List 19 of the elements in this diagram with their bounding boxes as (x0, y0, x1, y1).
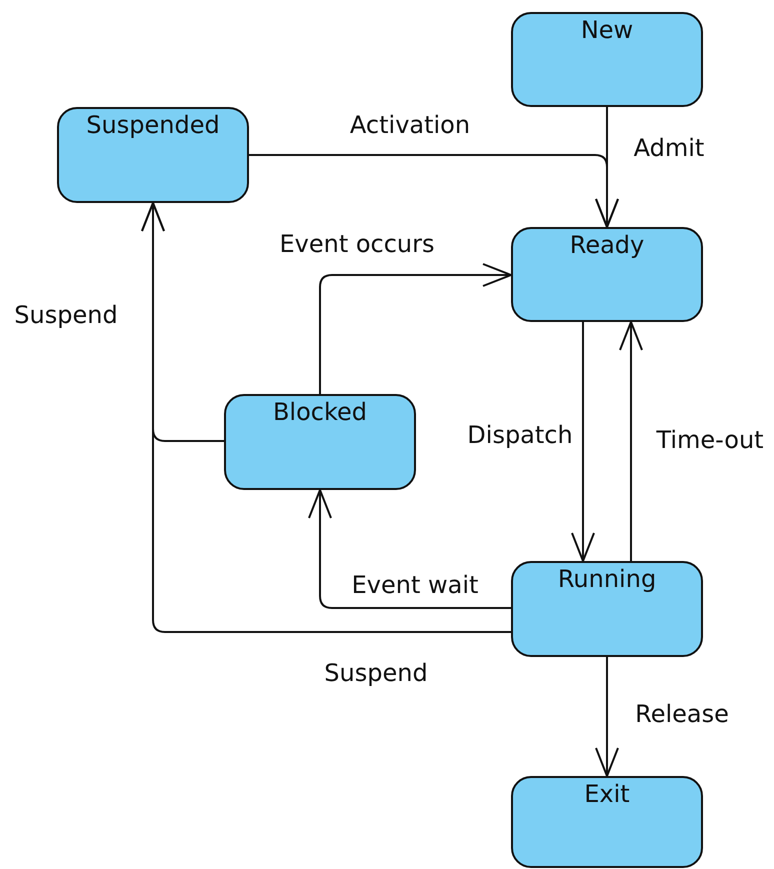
state-name: Suspended (86, 111, 220, 140)
arrow (571, 322, 595, 562)
state-name: New (580, 16, 634, 45)
state-name: Blocked (272, 398, 368, 427)
arrow (595, 657, 619, 777)
state-box (511, 776, 703, 868)
arrow (308, 489, 511, 609)
state-name: Ready (570, 231, 644, 260)
state-box (224, 394, 416, 490)
state-name: Running (558, 565, 656, 594)
state-box (511, 227, 703, 322)
arrow (249, 154, 619, 228)
state-box (511, 561, 703, 657)
state-name: Exit (584, 780, 630, 809)
arrow (619, 321, 643, 561)
arrow (141, 202, 511, 633)
state-box (57, 107, 249, 203)
state-box (511, 12, 703, 107)
arrow (319, 263, 512, 394)
